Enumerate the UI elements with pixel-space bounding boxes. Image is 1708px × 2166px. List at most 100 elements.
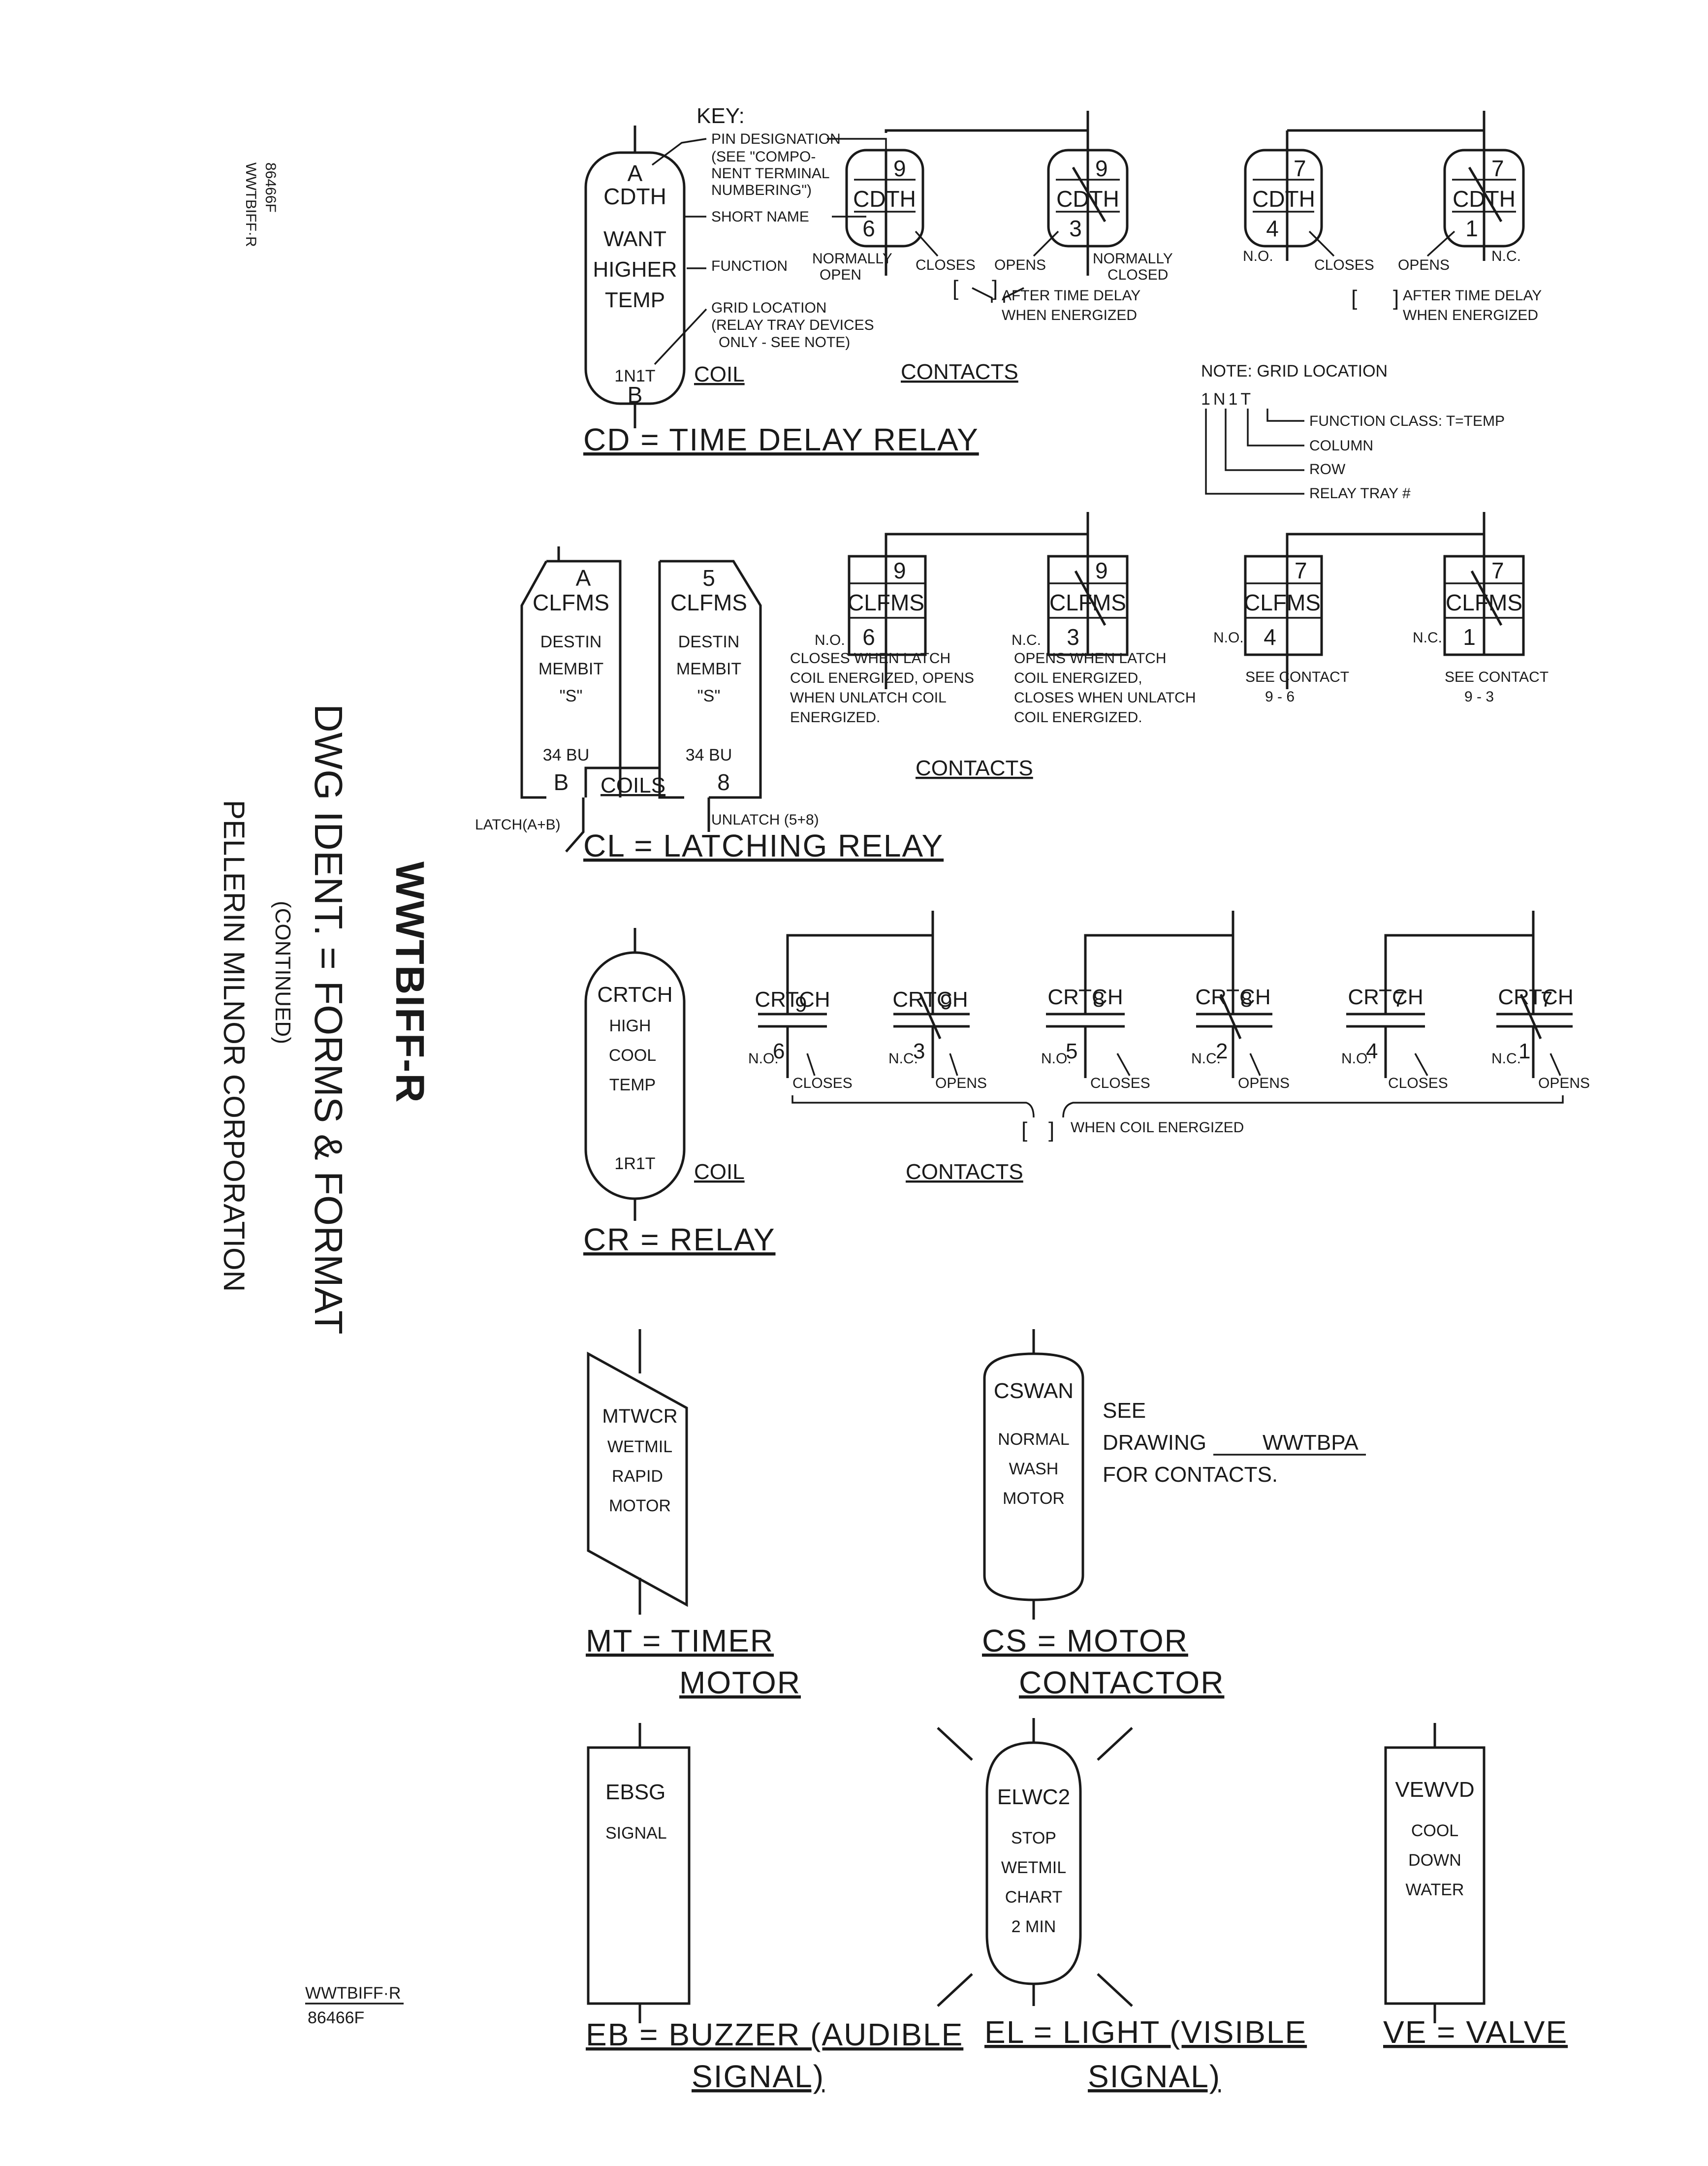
svg-text:OPEN: OPEN (820, 267, 861, 283)
svg-text:A: A (576, 565, 591, 591)
key-grid-3: ONLY - SEE NOTE) (719, 334, 850, 350)
svg-text:CLOSES: CLOSES (1090, 1075, 1150, 1091)
eb-section: EBSG SIGNAL EB = BUZZER (AUDIBLE SIGNAL) (586, 1723, 963, 2094)
svg-text:MOTOR: MOTOR (1003, 1489, 1065, 1508)
cd-key: KEY: PIN DESIGNATION (SEE "COMPO- NENT T… (651, 104, 887, 365)
svg-text:]: ] (1393, 286, 1399, 310)
cd-rail-b (1317, 111, 1486, 132)
mt-section: MTWCR WETMIL RAPID MOTOR MT = TIMER MOTO… (586, 1329, 801, 1700)
svg-text:N.C.: N.C. (1491, 248, 1521, 264)
svg-text:CDTH: CDTH (1252, 186, 1315, 212)
cl-contact-3: 7 CLFMS 4 N.O. (1213, 534, 1323, 689)
cd-rail-a (885, 111, 1089, 133)
side-doc-id-label: WWTBIFF·R (243, 162, 259, 247)
side-subtitle: DWG IDENT. = FORMS & FORMAT (307, 704, 350, 1335)
cs-title-2: CONTACTOR (1019, 1665, 1224, 1700)
svg-text:SEE CONTACT: SEE CONTACT (1445, 669, 1549, 685)
svg-text:4: 4 (1264, 624, 1276, 650)
svg-text:[: [ (1021, 1118, 1027, 1142)
svg-text:34 BU: 34 BU (543, 746, 590, 764)
svg-text:MEMBIT: MEMBIT (538, 660, 603, 678)
cs-symbol (983, 1352, 1084, 1601)
key-short-name: SHORT NAME (711, 209, 809, 225)
key-heading: KEY: (696, 104, 745, 128)
cl-coil-unlatch: 5 CLFMS DESTIN MEMBIT "S" 34 BU 8 UNLATC… (658, 560, 819, 832)
svg-text:CRTCH: CRTCH (1047, 985, 1123, 1009)
side-continued: (CONTINUED) (271, 901, 295, 1044)
svg-text:7: 7 (1393, 987, 1405, 1012)
svg-text:CLFMS: CLFMS (1049, 590, 1126, 615)
el-section: ELWC2 STOP WETMIL CHART 2 MIN EL = LIGHT… (937, 1718, 1306, 2094)
key-pin-3: NENT TERMINAL (711, 165, 830, 182)
svg-text:FUNCTION CLASS: T=TEMP: FUNCTION CLASS: T=TEMP (1309, 413, 1505, 429)
svg-text:4: 4 (1366, 1039, 1378, 1063)
svg-text:9: 9 (940, 990, 952, 1014)
svg-text:8: 8 (717, 769, 730, 795)
svg-text:LATCH(A+B): LATCH(A+B) (475, 817, 561, 833)
svg-text:N.C.: N.C. (888, 1051, 918, 1067)
svg-text:ENERGIZED.: ENERGIZED. (790, 709, 880, 726)
svg-text:7: 7 (1491, 558, 1504, 583)
cd-coil-grid: 1N1T (614, 367, 655, 385)
svg-text:WETMIL: WETMIL (1001, 1858, 1066, 1877)
svg-text:CLOSES: CLOSES (792, 1075, 853, 1091)
svg-text:MTWCR: MTWCR (602, 1405, 677, 1427)
cd-opens-1: OPENS (994, 257, 1046, 273)
svg-text:SIGNAL: SIGNAL (605, 1824, 667, 1843)
svg-text:34 BU: 34 BU (686, 746, 732, 764)
cr-title: CR = RELAY (583, 1222, 776, 1257)
cd-coil: A CDTH WANT HIGHER TEMP 1N1T B (584, 126, 686, 428)
svg-text:WHEN COIL ENERGIZED: WHEN COIL ENERGIZED (1071, 1119, 1244, 1136)
svg-text:OPENS: OPENS (1238, 1075, 1290, 1091)
svg-text:1: 1 (1463, 624, 1476, 650)
stamp-doc-id: WWTBIFF·R (305, 1984, 401, 2003)
svg-text:CRTCH: CRTCH (1195, 985, 1270, 1009)
cd-coil-func-2: HIGHER (593, 257, 677, 282)
cr-contact-1: 9 CRTCH CRTCH 6 N.O. CLOSES (748, 987, 853, 1091)
svg-text:N.C.: N.C. (1191, 1051, 1221, 1067)
svg-text:N.C.: N.C. (1012, 632, 1041, 648)
svg-text:7: 7 (1295, 558, 1307, 583)
cd-closes-2: CLOSES (1314, 257, 1374, 273)
cl-section: A CLFMS DESTIN MEMBIT "S" 34 BU B LATCH(… (475, 512, 1549, 863)
svg-text:WETMIL: WETMIL (607, 1437, 672, 1456)
note-code: 1N1T (1201, 390, 1254, 409)
svg-text:SEE CONTACT: SEE CONTACT (1245, 669, 1349, 685)
mt-title-2: MOTOR (679, 1665, 801, 1700)
cs-section: CSWAN NORMAL WASH MOTOR SEE DRAWING WWTB… (982, 1329, 1366, 1700)
cr-contact-6: 7 CRTCH 1 N.C. OPENS (1491, 911, 1590, 1091)
cr-coil-label: COIL (694, 1160, 745, 1184)
svg-text:AFTER TIME DELAY: AFTER TIME DELAY (1002, 287, 1140, 304)
cr-section: CRTCH HIGH COOL TEMP 1R1T COIL 9 CRTCH C… (583, 911, 1590, 1257)
cl-contact-4: 7 CLFMS 1 N.C. (1413, 512, 1525, 656)
svg-text:7: 7 (1294, 156, 1306, 181)
svg-text:RAPID: RAPID (612, 1467, 663, 1486)
key-function: FUNCTION (711, 258, 788, 274)
cr-brace (791, 1095, 1564, 1118)
svg-text:AFTER TIME DELAY: AFTER TIME DELAY (1403, 287, 1542, 304)
svg-text:COIL ENERGIZED, OPENS: COIL ENERGIZED, OPENS (790, 670, 974, 686)
svg-text:OPENS WHEN LATCH: OPENS WHEN LATCH (1014, 650, 1166, 667)
key-pin-1: PIN DESIGNATION (711, 131, 841, 147)
svg-text:6: 6 (773, 1039, 785, 1063)
svg-text:2: 2 (1216, 1039, 1228, 1063)
side-doc-num-label: 86466F (262, 162, 279, 213)
cd-contact-2: 9 CDTH 3 NORMALLY CLOSED (1047, 111, 1173, 283)
svg-text:VEWVD: VEWVD (1395, 1778, 1474, 1802)
cs-title-1: CS = MOTOR (982, 1623, 1188, 1658)
side-doc-id-small: WWTBIFF·R 86466F (243, 162, 279, 247)
cr-coil: CRTCH HIGH COOL TEMP 1R1T (584, 928, 686, 1221)
note-heading: NOTE: GRID LOCATION (1201, 362, 1388, 381)
cd-contact-1-state: NORMALLY (812, 251, 892, 267)
svg-text:N.O.: N.O. (1213, 630, 1244, 646)
svg-text:COOL: COOL (1411, 1821, 1458, 1840)
svg-text:N.O.: N.O. (1341, 1051, 1372, 1067)
svg-text:CDTH: CDTH (1056, 186, 1119, 212)
eb-title-1: EB = BUZZER (AUDIBLE (586, 2017, 963, 2052)
svg-text:7: 7 (1491, 156, 1504, 181)
svg-text:7: 7 (1541, 987, 1552, 1012)
svg-text:9: 9 (893, 558, 906, 583)
grid-location-note: NOTE: GRID LOCATION 1N1T FUNCTION CLASS:… (1201, 362, 1505, 502)
cl-contact-2: 9 CLFMS 3 N.C. (1012, 512, 1129, 656)
svg-text:COLUMN: COLUMN (1309, 438, 1373, 454)
